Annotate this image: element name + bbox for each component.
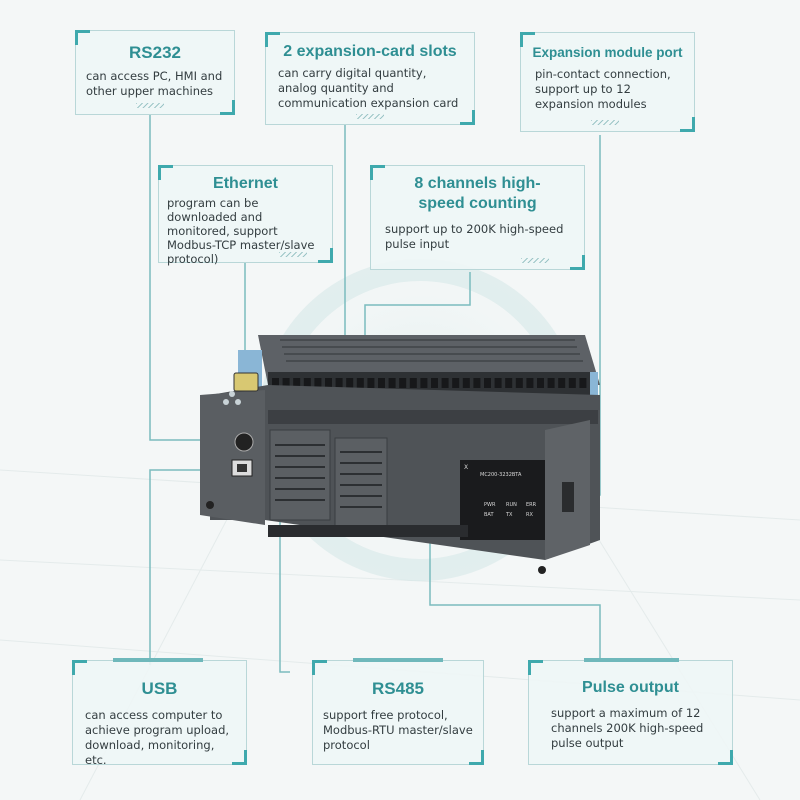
- expansion-port-callout: Expansion module port pin-contact connec…: [520, 32, 695, 132]
- terminal-screws: [272, 378, 587, 388]
- slots-text: can carry digital quantity, analog quant…: [278, 66, 459, 110]
- pulse-text: support a maximum of 12 channels 200K hi…: [551, 706, 704, 750]
- vent-slots: [275, 444, 382, 508]
- led-bat-label: BAT: [484, 512, 494, 518]
- led-err-label: ERR: [526, 502, 537, 508]
- led-rx-label: RX: [526, 512, 533, 518]
- led-pwr-label: PWR: [484, 502, 496, 508]
- rs232-title: RS232: [129, 43, 181, 62]
- pulse-title: Pulse output: [582, 679, 679, 696]
- status-panel-text: X MC200-3232BTA PWR RUN ERR BAT TX RX: [462, 462, 544, 538]
- ethernet-text: program can be downloaded and monitored,…: [167, 196, 315, 266]
- counting-title: 8 channels high-speed counting: [414, 175, 541, 212]
- rs485-callout: RS485 support free protocol, Modbus-RTU …: [312, 658, 484, 765]
- expansion-port-title: Expansion module port: [532, 45, 683, 60]
- ethernet-title: Ethernet: [213, 175, 278, 192]
- usb-callout: USB can access computer to achieve progr…: [72, 658, 247, 767]
- status-panel: [460, 460, 545, 540]
- usb-title: USB: [141, 679, 178, 698]
- usb-text: can access computer to achieve program u…: [85, 708, 230, 767]
- rs485-text: support free protocol, Modbus-RTU master…: [323, 708, 473, 752]
- rs232-text: can access PC, HMI and other upper machi…: [86, 69, 223, 98]
- ethernet-port-icon: [233, 372, 259, 392]
- rs232-callout: RS232 can access PC, HMI and other upper…: [75, 30, 235, 115]
- left-housing: [200, 390, 265, 525]
- ethernet-callout: Ethernet program can be downloaded and m…: [158, 165, 333, 266]
- led-tx-label: TX: [506, 512, 513, 518]
- rs485-title: RS485: [372, 679, 424, 698]
- corner-mark: X: [464, 464, 469, 471]
- rs232-port-icon: [234, 432, 254, 452]
- slots-callout: 2 expansion-card slots can carry digital…: [265, 32, 475, 125]
- expansion-slot-1: [269, 429, 331, 521]
- counting-text: support up to 200K high-speed pulse inpu…: [385, 222, 564, 251]
- rs485-leader: [279, 505, 290, 673]
- network-logo-icon: [223, 391, 241, 405]
- pulse-callout: Pulse output support a maximum of 12 cha…: [528, 658, 733, 765]
- counting-callout: 8 channels high-speed counting support u…: [370, 165, 585, 270]
- bottom-terminal-block: [268, 525, 468, 537]
- expansion-port-text: pin-contact connection, support up to 12…: [535, 67, 671, 111]
- led-run-label: RUN: [506, 502, 517, 508]
- pulse-leader: [429, 540, 601, 660]
- expansion-port-icon: [562, 482, 574, 512]
- io-label-strip: [268, 410, 598, 424]
- slots-title: 2 expansion-card slots: [283, 43, 457, 60]
- top-ribs: [280, 339, 583, 362]
- model-label: MC200-3232BTA: [480, 472, 522, 478]
